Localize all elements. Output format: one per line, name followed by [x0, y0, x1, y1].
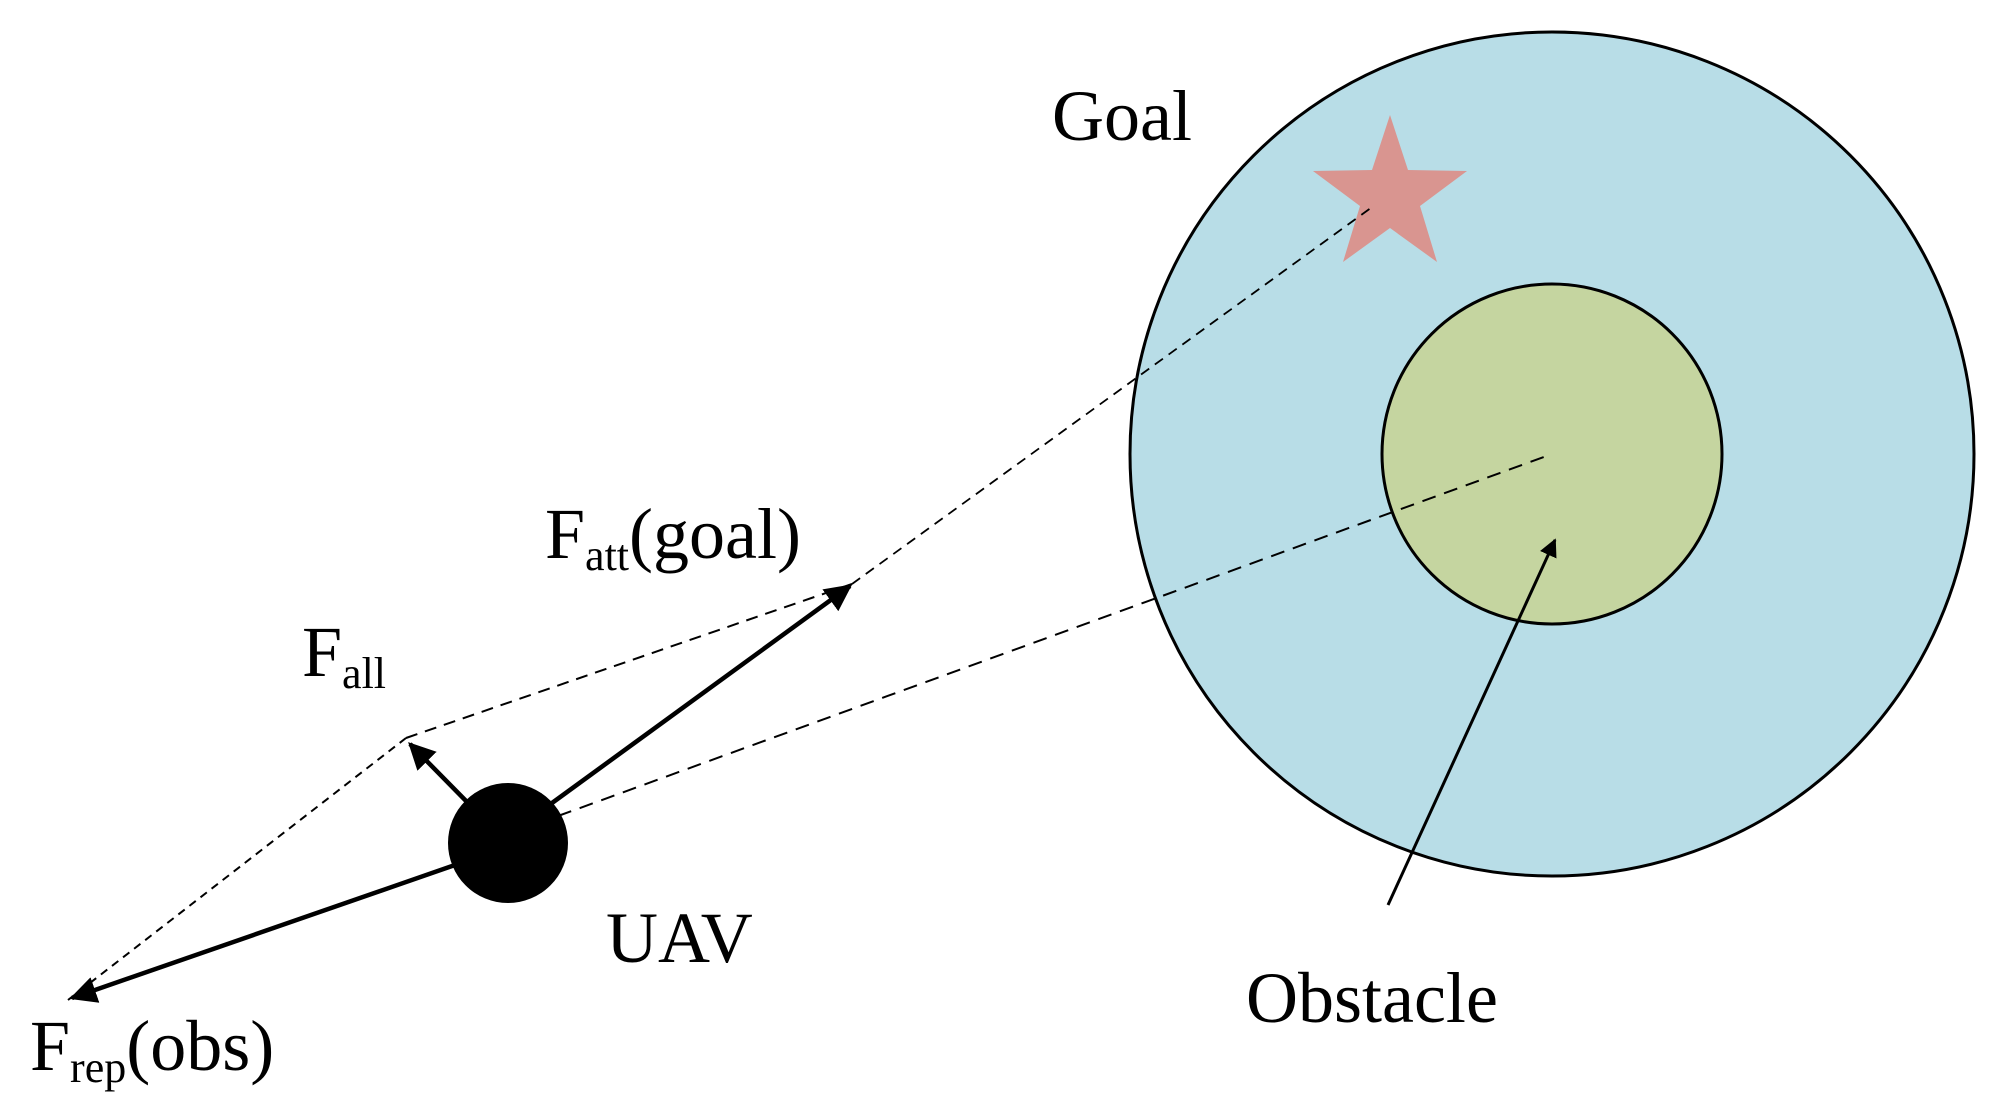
obstacle-pointer-arrow: [1386, 538, 1557, 906]
obstacle-circle: [1380, 282, 1724, 626]
goal-label: Goal: [1052, 76, 1192, 156]
dashed-line-fall-to-fatt: [405, 583, 853, 739]
f-rep-label: Frep(obs): [30, 1006, 274, 1092]
dashed-line-fall-to-frep: [67, 737, 407, 1001]
uav-label: UAV: [606, 898, 753, 978]
f-att-vector: [550, 584, 853, 805]
dashed-line-uav-to-obstacle: [557, 453, 1553, 817]
obstacle-label: Obstacle: [1246, 958, 1498, 1038]
uav-dot: [448, 783, 568, 903]
f-all-label: Fall: [302, 612, 386, 698]
dashed-line-att-to-goal: [851, 204, 1376, 585]
goal-star-icon: [1313, 115, 1467, 262]
f-all-vector: [408, 742, 472, 807]
f-rep-vector: [69, 862, 456, 1003]
f-att-label: Fatt(goal): [545, 494, 801, 580]
